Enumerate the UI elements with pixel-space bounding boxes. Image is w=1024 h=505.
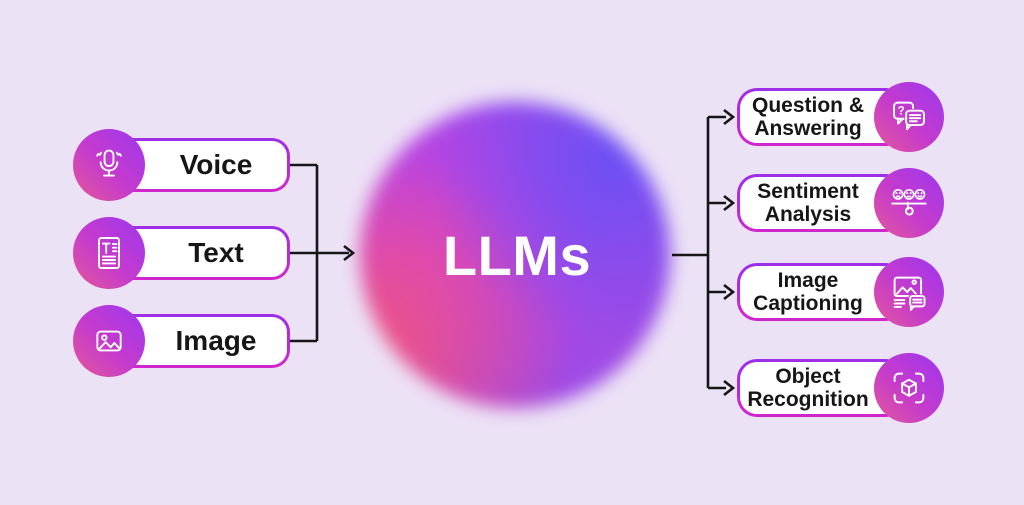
output-connector-lines	[672, 115, 726, 390]
sentiment-analysis-icon-circle	[874, 168, 944, 238]
input-node-text: Text	[73, 217, 290, 289]
svg-text:?: ?	[898, 106, 905, 118]
output-node-object-recognition: Object Recognition	[737, 352, 947, 424]
output-arrowhead-icon-1	[723, 108, 736, 126]
text-document-icon	[98, 237, 120, 269]
image-captioning-icon-circle	[874, 257, 944, 327]
output-label-line2: Analysis	[764, 203, 852, 226]
input-connector-lines	[287, 163, 349, 343]
question-answer-icon: ?	[893, 101, 925, 131]
image-icon	[96, 330, 122, 352]
output-label-line2: Answering	[754, 117, 862, 140]
object-recognition-icon	[893, 372, 925, 404]
text-icon-circle	[73, 217, 145, 289]
output-label-line2: Captioning	[753, 292, 863, 315]
output-label-line1: Object	[775, 365, 841, 388]
output-arrowhead-icon-2	[723, 194, 736, 212]
input-arrowhead-icon	[343, 244, 356, 262]
voice-icon-circle	[73, 129, 145, 201]
question-answering-icon-circle: ?	[874, 82, 944, 152]
output-label-line2: Recognition	[747, 388, 869, 411]
input-label: Text	[188, 237, 244, 268]
output-arrowhead-icon-4	[723, 379, 736, 397]
input-label: Image	[175, 325, 257, 356]
microphone-icon	[96, 149, 122, 177]
input-node-image: Image	[73, 305, 290, 377]
image-pill: Image	[100, 314, 290, 368]
output-arrowhead-icon-3	[723, 283, 736, 301]
output-node-image-captioning: Image Captioning	[737, 256, 947, 328]
output-node-sentiment-analysis: Sentiment Analysis	[737, 167, 947, 239]
input-node-voice: Voice	[73, 129, 290, 201]
output-label-line1: Image	[777, 269, 839, 292]
image-captioning-icon	[893, 276, 926, 311]
output-label-line1: Question &	[751, 94, 864, 117]
object-recognition-icon-circle	[874, 353, 944, 423]
output-node-question-answering: Question & Answering ?	[737, 81, 947, 153]
output-label-line1: Sentiment	[757, 180, 859, 203]
llm-center-circle	[360, 102, 670, 408]
image-icon-circle	[73, 305, 145, 377]
llm-center-label: LLMs	[442, 224, 592, 287]
sentiment-analysis-icon	[891, 188, 927, 216]
input-label: Voice	[179, 149, 253, 180]
